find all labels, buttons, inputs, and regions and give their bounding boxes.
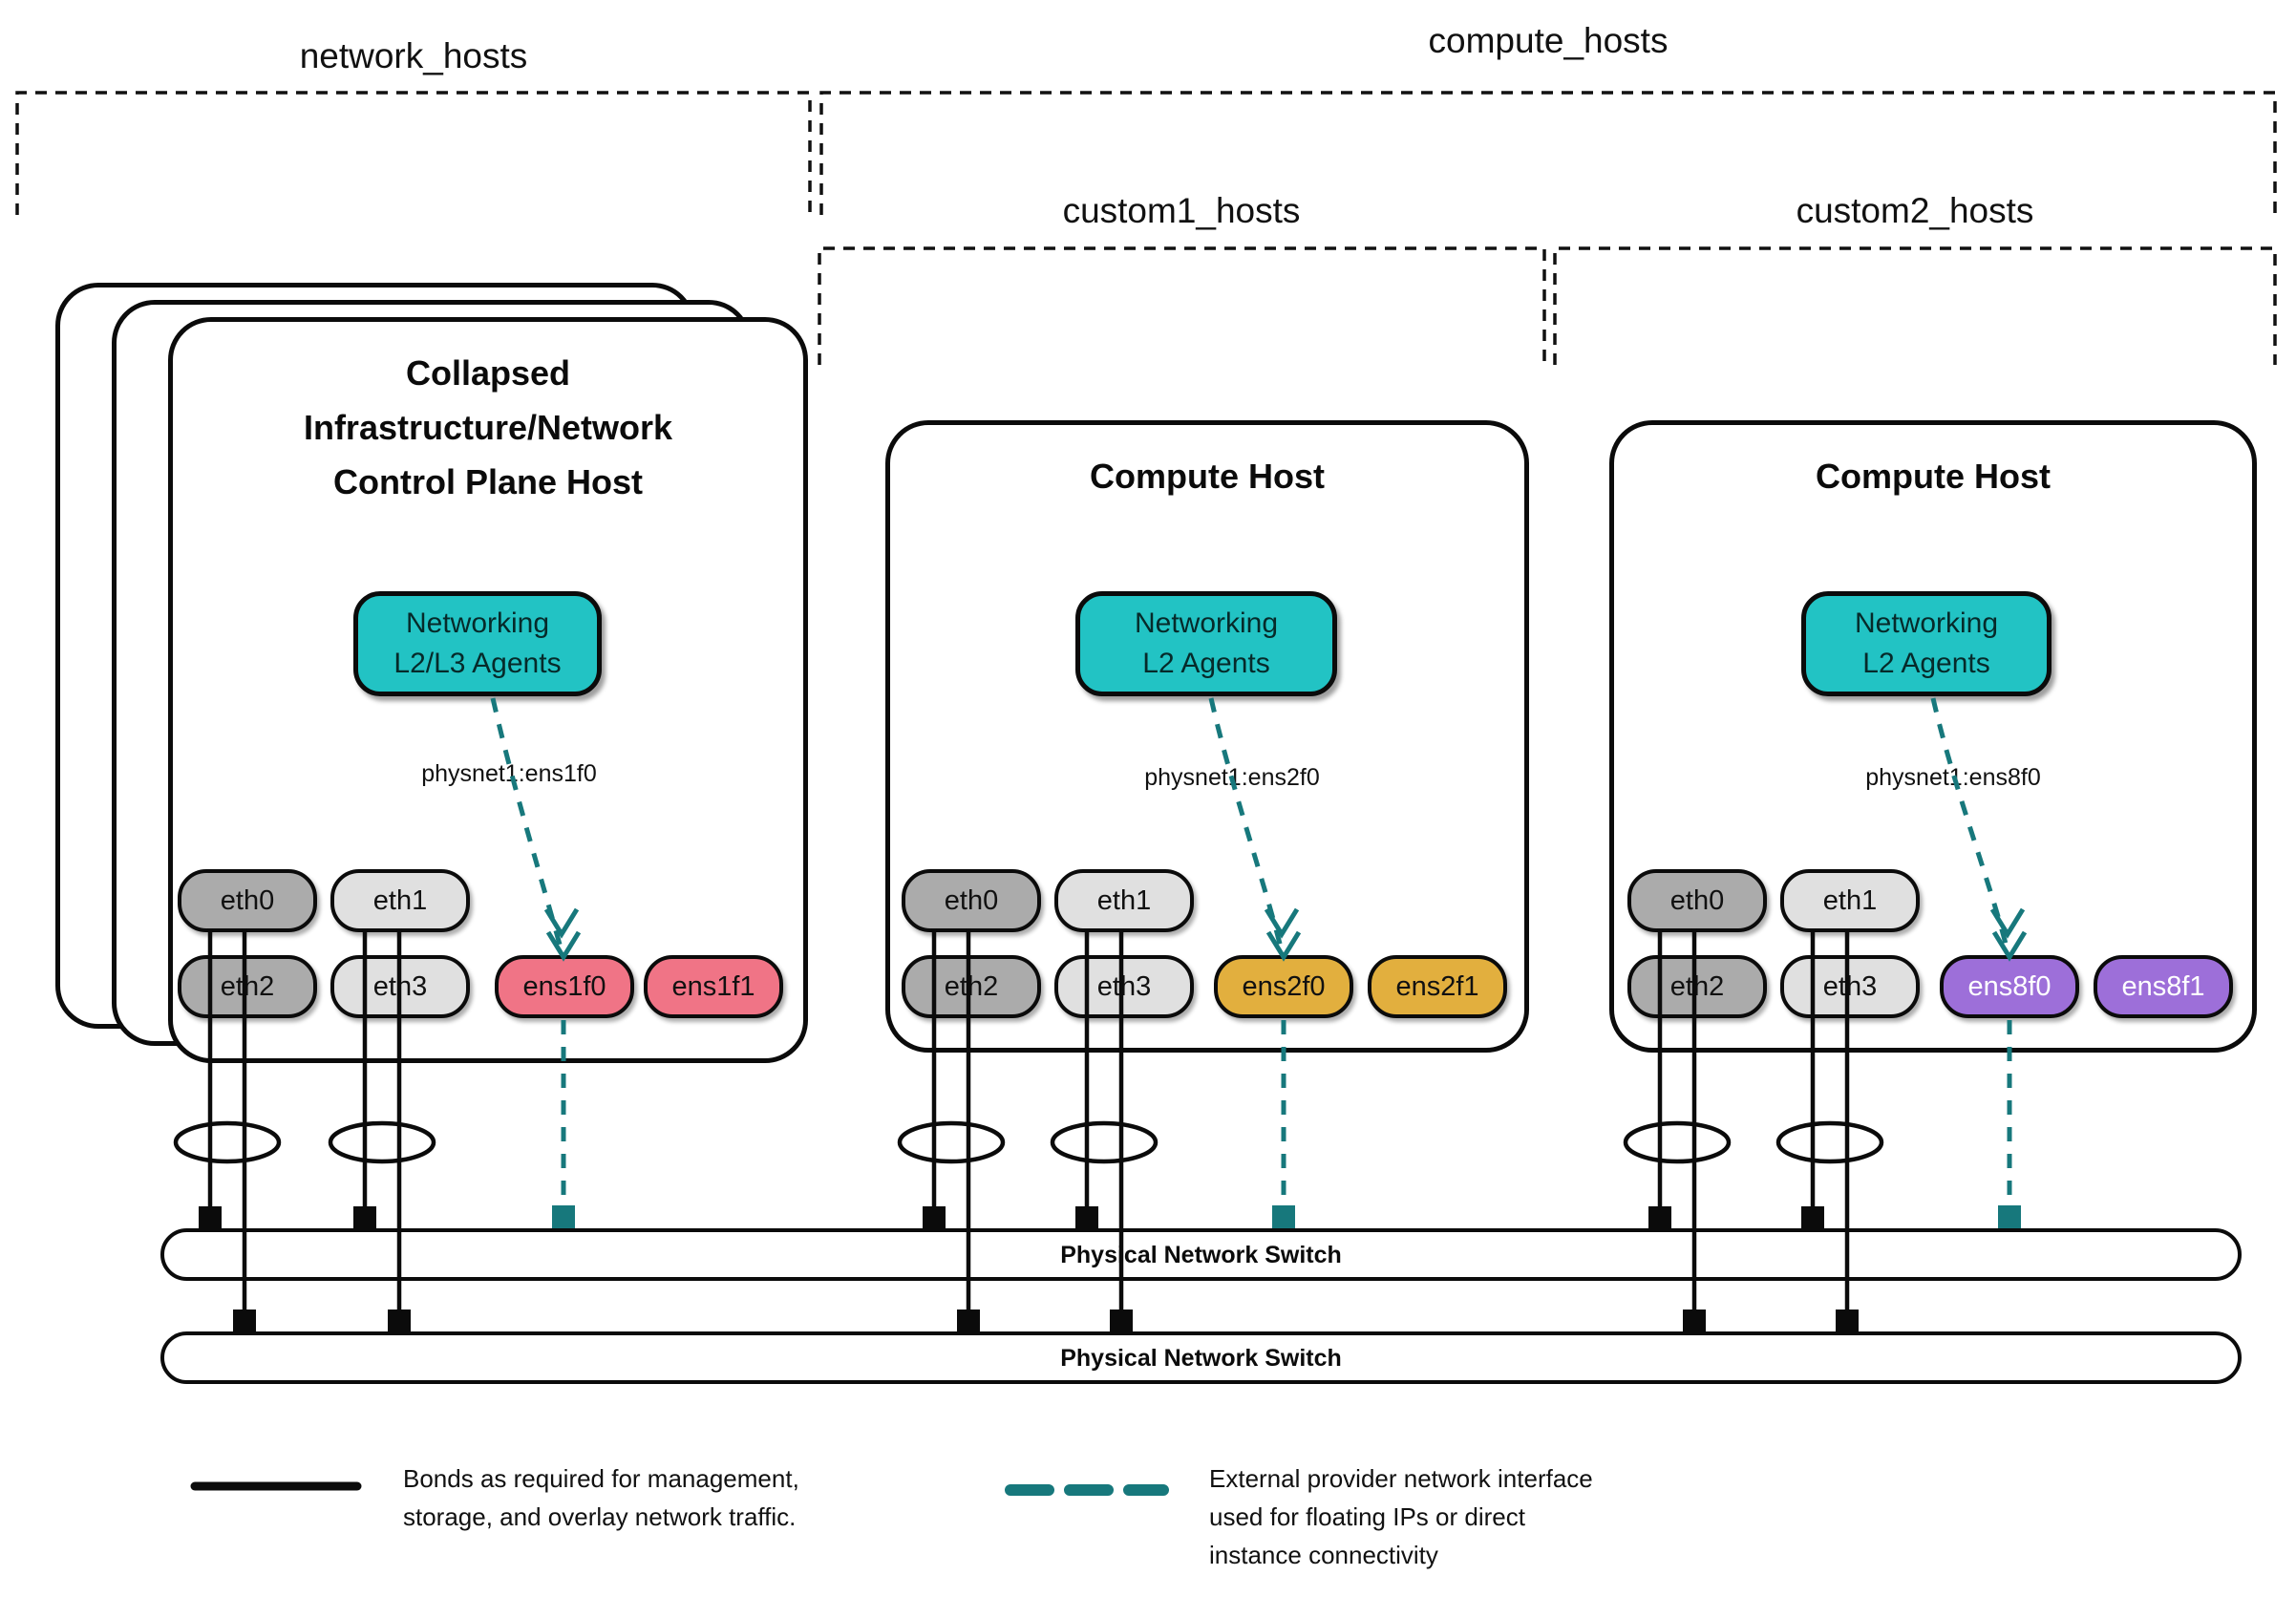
interface-pill-ens8f0: ens8f0 <box>1940 955 2079 1018</box>
host-title-line: Collapsed <box>405 353 571 393</box>
physnet-label-control-plane: physnet1:ens1f0 <box>421 760 597 787</box>
interface-pill-ens1f1: ens1f1 <box>644 955 783 1018</box>
agent-label-line: Networking <box>1854 607 1999 639</box>
provider-connector-square <box>1272 1205 1295 1228</box>
interface-pill-eth3: eth3 <box>1054 955 1194 1018</box>
group-label-network-hosts: network_hosts <box>299 36 528 75</box>
connector-square <box>923 1206 946 1229</box>
interface-pill-eth2: eth2 <box>178 955 317 1018</box>
group-label-custom1-hosts: custom1_hosts <box>1062 191 1301 230</box>
agent-label-line: L2 Agents <box>1142 648 1270 679</box>
connector-square <box>1648 1206 1671 1229</box>
host-title-compute-1: Compute Host <box>1090 457 1325 496</box>
bond-ellipse <box>328 1120 436 1164</box>
agent-box-compute-1: Networking L2 Agents <box>1075 591 1337 696</box>
host-card-compute-1 <box>885 420 1529 1053</box>
interface-pill-ens2f1: ens2f1 <box>1368 955 1507 1018</box>
agent-label-line: L2 Agents <box>1862 648 1990 679</box>
bond-ellipse <box>1775 1120 1884 1164</box>
physnet-label-compute-2: physnet1:ens8f0 <box>1865 764 2041 791</box>
interface-pill-eth3: eth3 <box>330 955 470 1018</box>
bond-ellipse <box>1623 1120 1732 1164</box>
bond-ellipse <box>897 1120 1006 1164</box>
host-title-control-plane: Collapsed Infrastructure/Network Control… <box>168 346 808 509</box>
connector-square <box>199 1206 222 1229</box>
interface-pill-ens2f0: ens2f0 <box>1214 955 1353 1018</box>
interface-pill-eth1: eth1 <box>1054 869 1194 932</box>
legend-bond-text: Bonds as required for management, storag… <box>403 1459 799 1536</box>
connector-square <box>1683 1310 1706 1332</box>
connector-square <box>1836 1310 1859 1332</box>
switch-bar-1 <box>160 1228 2242 1281</box>
interface-pill-eth2: eth2 <box>1627 955 1767 1018</box>
interface-pill-eth1: eth1 <box>1780 869 1920 932</box>
provider-connector-square <box>552 1205 575 1228</box>
legend-provider-text-line: External provider network interface <box>1209 1464 1593 1493</box>
legend-bond-text-line: Bonds as required for management, <box>403 1464 799 1493</box>
interface-pill-eth3: eth3 <box>1780 955 1920 1018</box>
legend-provider-text-line: instance connectivity <box>1209 1541 1438 1569</box>
connector-square <box>957 1310 980 1332</box>
bond-ellipse <box>173 1120 282 1164</box>
agent-box-control-plane: Networking L2/L3 Agents <box>353 591 602 696</box>
interface-pill-eth0: eth0 <box>1627 869 1767 932</box>
legend-provider-text: External provider network interface used… <box>1209 1459 1593 1574</box>
agent-label-line: Networking <box>1134 607 1279 639</box>
connector-square <box>233 1310 256 1332</box>
provider-connector-square <box>1998 1205 2021 1228</box>
agent-label-line: Networking <box>405 607 550 639</box>
host-title-compute-2: Compute Host <box>1816 457 2051 496</box>
legend-provider-text-line: used for floating IPs or direct <box>1209 1502 1525 1531</box>
physnet-label-compute-1: physnet1:ens2f0 <box>1144 764 1320 791</box>
connector-square <box>1801 1206 1824 1229</box>
interface-pill-eth0: eth0 <box>178 869 317 932</box>
interface-pill-ens8f1: ens8f1 <box>2094 955 2233 1018</box>
switch-label-2: Physical Network Switch <box>1060 1345 1342 1372</box>
connector-square <box>1110 1310 1133 1332</box>
bracket-custom1-hosts <box>818 246 1546 365</box>
interface-pill-ens1f0: ens1f0 <box>495 955 634 1018</box>
group-label-custom2-hosts: custom2_hosts <box>1796 191 2034 230</box>
bracket-network-hosts <box>15 91 812 215</box>
interface-pill-eth0: eth0 <box>902 869 1041 932</box>
agent-label-line: L2/L3 Agents <box>393 648 562 679</box>
interface-pill-eth1: eth1 <box>330 869 470 932</box>
connector-square <box>1075 1206 1098 1229</box>
bracket-custom2-hosts <box>1553 246 2277 365</box>
connector-square <box>353 1206 376 1229</box>
switch-label-1: Physical Network Switch <box>1060 1242 1342 1268</box>
legend-bond-text-line: storage, and overlay network traffic. <box>403 1502 797 1531</box>
bond-ellipse <box>1050 1120 1159 1164</box>
switch-bar-2 <box>160 1331 2242 1384</box>
host-title-line: Control Plane Host <box>332 462 644 501</box>
host-title-line: Infrastructure/Network <box>303 408 673 447</box>
connector-square <box>388 1310 411 1332</box>
agent-box-compute-2: Networking L2 Agents <box>1801 591 2052 696</box>
group-label-compute-hosts: compute_hosts <box>1428 21 1669 60</box>
interface-pill-eth2: eth2 <box>902 955 1041 1018</box>
